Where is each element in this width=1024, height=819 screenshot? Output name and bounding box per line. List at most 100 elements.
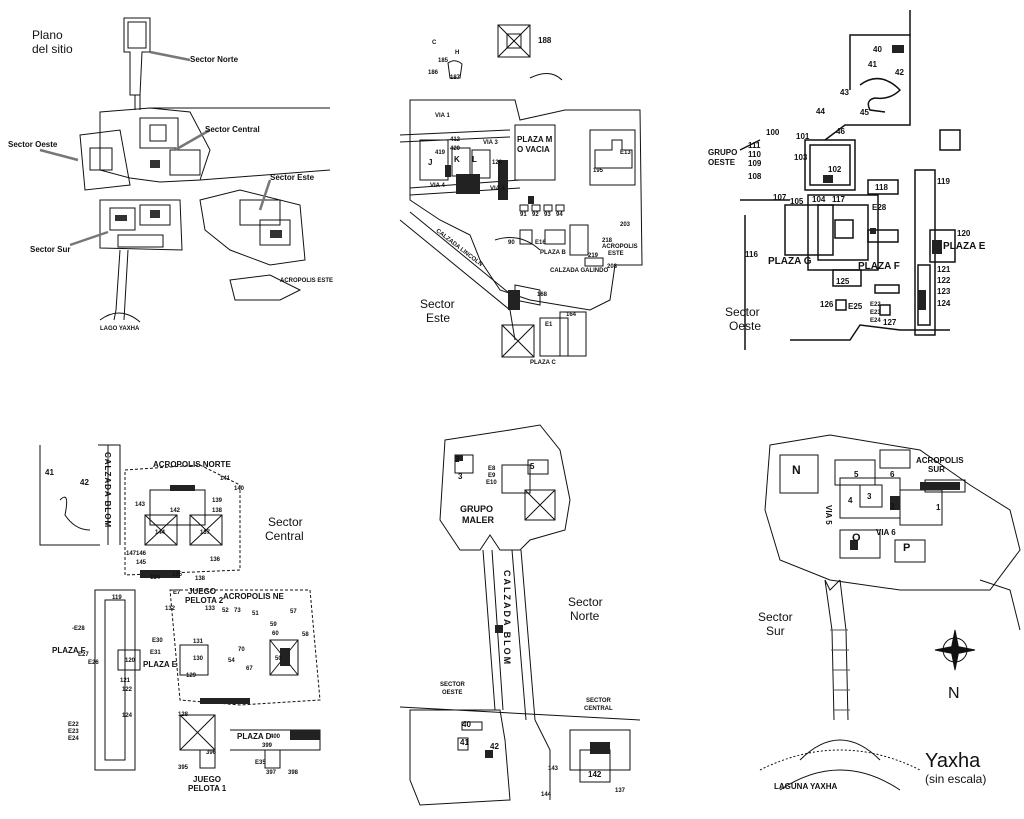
- label-131: 131: [193, 639, 204, 645]
- label-146: 146: [136, 551, 147, 557]
- label-128: 128: [178, 712, 189, 718]
- label-e1: E1: [545, 322, 553, 328]
- label-via1: VIA 1: [435, 113, 450, 119]
- label-grupo-oeste-line1: GRUPO: [708, 148, 738, 157]
- label-e25: E25: [848, 302, 863, 311]
- label-e9: E9: [488, 473, 496, 479]
- label-121: 121: [937, 265, 951, 274]
- label-sector-este-line2: Este: [426, 311, 451, 325]
- label-plaza-m-line1: PLAZA M: [517, 135, 553, 144]
- label-k: K: [454, 155, 460, 164]
- label-138: 138: [212, 508, 223, 514]
- label-187: 187: [450, 75, 461, 81]
- label-via5: VIA 5: [824, 505, 833, 525]
- label-134: 134: [150, 575, 161, 581]
- label-acropolis-sur-line2: SUR: [928, 465, 945, 474]
- label-sector-central-line1: Sector: [268, 515, 303, 529]
- label-sur-3: 3: [867, 492, 872, 501]
- label-norte-40: 40: [462, 720, 471, 729]
- label-119-central: 119: [112, 595, 122, 601]
- label-sector-norte-line1: Sector: [568, 595, 603, 609]
- panel-sector-norte: Sector Norte GRUPO MALER CALZADA BLOM 2 …: [400, 420, 660, 819]
- label-e8: E8: [488, 466, 496, 472]
- label-135: 135: [172, 572, 183, 578]
- label-juego-pelota2-line2: PELOTA 2: [185, 596, 224, 605]
- label-100: 100: [766, 128, 780, 137]
- label-e35: E35: [255, 760, 266, 766]
- label-plaza-d: PLAZA D: [237, 732, 272, 741]
- label-41-central: 41: [45, 468, 54, 477]
- label-40: 40: [873, 45, 882, 54]
- label-calzada-galindo: CALZADA GALINDO: [550, 268, 609, 274]
- label-218: 218: [602, 238, 613, 244]
- label-143: 143: [135, 502, 146, 508]
- label-124: 124: [937, 299, 951, 308]
- label-120: 120: [957, 229, 971, 238]
- label-calzada-blom-norte: CALZADA BLOM: [502, 570, 512, 667]
- label-107: 107: [773, 193, 787, 202]
- label-59: 59: [270, 622, 277, 628]
- site-plan-drawing: [39, 17, 331, 323]
- label-calzada-blom-central: CALZADA BLOM: [103, 452, 112, 529]
- label-129: 129: [186, 673, 197, 679]
- label-sector-central: Sector Central: [205, 125, 260, 134]
- label-norte-5: 5: [530, 462, 535, 471]
- label-via4b: VIA 4: [490, 186, 505, 192]
- label-plaza-c: PLAZA C: [530, 360, 556, 366]
- label-norte-2: 2: [455, 455, 460, 464]
- label-sur-5: 5: [854, 470, 859, 479]
- label-125: 125: [836, 277, 850, 286]
- label-58: 58: [302, 632, 309, 638]
- label-126: 126: [820, 300, 834, 309]
- label-124-central: 124: [122, 713, 133, 719]
- label-419: 419: [435, 150, 446, 156]
- label-144: 144: [155, 530, 166, 536]
- label-sur-p: P: [903, 542, 911, 554]
- label-94: 94: [556, 212, 563, 218]
- label-plaza-e: PLAZA E: [943, 241, 986, 252]
- label-plaza-e-central: PLAZA E: [143, 660, 177, 669]
- label-148: 136: [210, 557, 221, 563]
- label-e31: E31: [150, 650, 161, 656]
- label-42-central: 42: [80, 478, 89, 487]
- label-400: 400: [270, 734, 281, 740]
- label-grupo-maler-line1: GRUPO: [460, 504, 494, 514]
- label-93: 93: [544, 212, 551, 218]
- label-137: 137: [200, 530, 211, 536]
- label-sur-n: N: [792, 463, 801, 477]
- label-412: 412: [450, 137, 461, 143]
- label-l: L: [472, 155, 477, 164]
- label-norte-143: 143: [548, 766, 559, 772]
- label-108: 108: [748, 172, 762, 181]
- label-126: 126: [492, 160, 503, 166]
- label-132: 132: [165, 606, 176, 612]
- label-sector-oeste-line2: Oeste: [729, 319, 762, 333]
- label-sector-norte-line2: Norte: [570, 609, 600, 623]
- label-102: 102: [828, 165, 842, 174]
- label-111: 111: [748, 141, 761, 150]
- label-67: 67: [246, 666, 253, 672]
- label-92: 92: [532, 212, 539, 218]
- label-110: 110: [748, 150, 761, 159]
- label-sector-central-line2: Central: [265, 529, 304, 543]
- label-sector-sur-line2: Sur: [766, 624, 785, 638]
- label-395: 395: [178, 765, 189, 771]
- label-396: 396: [206, 750, 217, 756]
- label-lago: LAGO YAXHA: [100, 326, 140, 332]
- label-123: 123: [937, 287, 951, 296]
- panel-sector-oeste: Sector Oeste GRUPO OESTE 40 41 42 43 44 …: [700, 0, 1024, 370]
- label-acropolis-norte: ACROPOLIS NORTE: [153, 460, 231, 469]
- label-plaza-b: PLAZA B: [540, 250, 566, 256]
- panel-sector-central: Sector Central ACROPOLIS NORTE ACROPOLIS…: [0, 430, 340, 819]
- label-73: 73: [234, 608, 241, 614]
- label-164: 164: [566, 312, 577, 318]
- label-52: 52: [222, 608, 229, 614]
- label-sur-6: 6: [890, 470, 895, 479]
- label-e23-central: E23: [68, 729, 79, 735]
- label-norte-41: 41: [460, 738, 469, 747]
- label-120-central: 120: [125, 658, 136, 664]
- panel-sector-este: Sector Este 188 C H 185 186 187 VIA 1 41…: [380, 0, 650, 370]
- label-118: 118: [875, 183, 888, 192]
- label-e24-central: E24: [68, 736, 79, 742]
- label-44: 44: [816, 107, 825, 116]
